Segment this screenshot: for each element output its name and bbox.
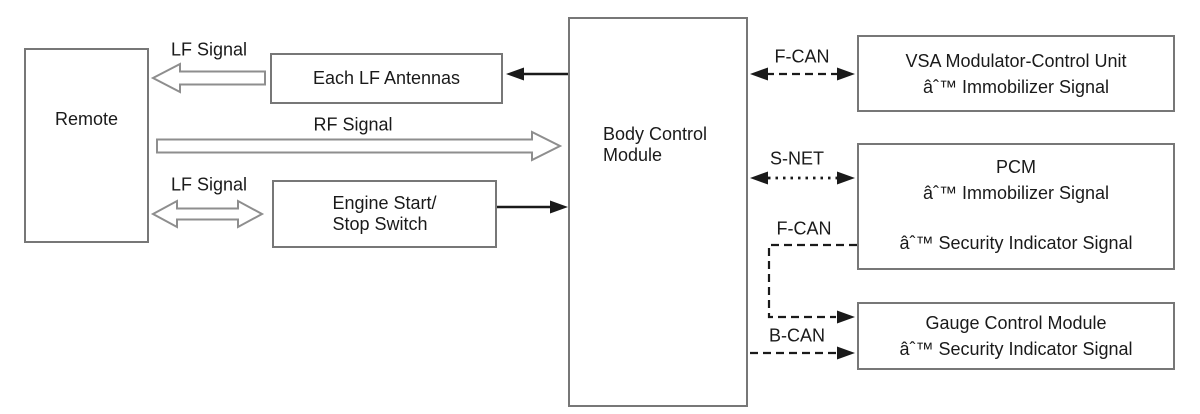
- gauge-line2: âˆ™ Security Indicator Signal: [899, 339, 1133, 359]
- engine-switch-label: Engine Start/ Stop Switch: [332, 193, 436, 235]
- each-lf-antennas-label: Each LF Antennas: [312, 68, 461, 88]
- rf-signal-arrow: [156, 130, 563, 162]
- each-lf-antennas-box: Each LF Antennas: [270, 53, 503, 104]
- engine-switch-line2: Stop Switch: [332, 214, 428, 234]
- engine-start-stop-switch-box: Engine Start/ Stop Switch: [272, 180, 497, 248]
- body-control-module-box: Body Control Module: [568, 17, 748, 407]
- fcan-elbow-arrow: [767, 243, 857, 324]
- lf-signal-arrow-top: [150, 62, 266, 94]
- bcm-to-antennas-arrow: [506, 67, 568, 81]
- bcan-arrow: [750, 346, 855, 360]
- vsa-line1: VSA Modulator-Control Unit: [905, 50, 1127, 71]
- fcan-top-label: F-CAN: [774, 46, 830, 67]
- lf-signal-arrow-bottom: [150, 199, 265, 229]
- switch-to-bcm-arrow: [497, 200, 568, 214]
- pcm-title: PCM: [996, 157, 1036, 177]
- vsa-line2: âˆ™ Immobilizer Signal: [922, 76, 1110, 97]
- remote-box: Remote: [24, 48, 149, 243]
- pcm-line3: âˆ™ Security Indicator Signal: [899, 232, 1133, 253]
- gauge-control-module-box: Gauge Control Module âˆ™ Security Indica…: [857, 302, 1175, 370]
- pcm-box: PCM âˆ™ Immobilizer Signal âˆ™ Security …: [857, 143, 1175, 270]
- lf-signal-bottom-label: LF Signal: [170, 174, 248, 195]
- engine-switch-line1: Engine Start/: [332, 193, 437, 213]
- vsa-modulator-control-unit-box: VSA Modulator-Control Unit âˆ™ Immobiliz…: [857, 35, 1175, 112]
- fcan-mid-label: F-CAN: [776, 218, 832, 239]
- pcm-lower-section: âˆ™ Security Indicator Signal: [859, 217, 1173, 268]
- snet-label: S-NET: [770, 148, 824, 169]
- bcm-line1: Body Control: [603, 124, 708, 144]
- fcan-top-arrow: [750, 67, 855, 81]
- remote-label: Remote: [54, 109, 119, 129]
- snet-arrow: [750, 171, 855, 185]
- pcm-line2: âˆ™ Immobilizer Signal: [922, 183, 1110, 203]
- pcm-upper-section: PCM âˆ™ Immobilizer Signal: [859, 145, 1173, 215]
- bcm-line2: Module: [603, 145, 663, 165]
- lf-signal-top-label: LF Signal: [170, 39, 248, 60]
- gauge-line1: Gauge Control Module: [925, 313, 1107, 333]
- rf-signal-label: RF Signal: [313, 114, 393, 135]
- bcan-label: B-CAN: [768, 325, 826, 346]
